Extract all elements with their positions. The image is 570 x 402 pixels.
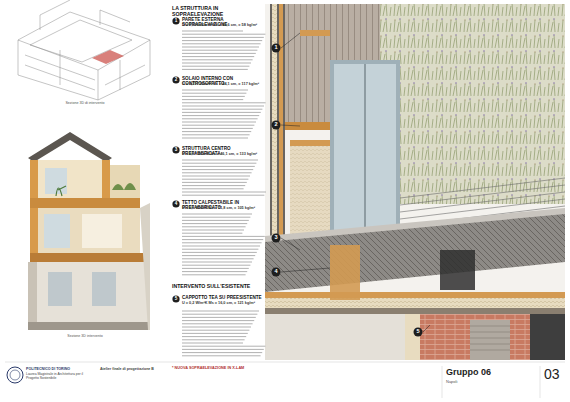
thermal-values: U = 0,196 W/m²K Ms = 43,6 cm, = 58 kg/m² [182, 23, 266, 27]
callout-number: 2 [172, 77, 180, 82]
caption: Sezione 3D intervento [40, 334, 130, 338]
callout-number: 1 [172, 18, 180, 23]
group-name: Gruppo 06 [446, 367, 496, 377]
page-number: 03 [544, 366, 566, 382]
callout-number: 1 [271, 44, 281, 50]
section-title: LA STRUTTURA IN SOPRAELEVAZIONE [172, 6, 264, 18]
thermal-values: U = 0,2 W/m²K Ms = 16,0 cm, = 121 kg/m² [182, 301, 266, 305]
callout-number: 4 [271, 268, 281, 274]
callout-number: 3 [172, 147, 180, 152]
callout-number: 5 [413, 328, 423, 334]
callout-number: 5 [172, 296, 180, 301]
thermal-values: U = 0,17 W/m²K Ms = 46,1 cm, = 133 kg/m² [182, 152, 266, 156]
course: Atelier finale di progettazione B [100, 367, 170, 371]
layer-heading: CAPPOTTO TEA SU PREESISTENTE [182, 295, 266, 300]
note: * NUOVA SOPRAELEVAZIONE IN X-LAM [172, 366, 264, 370]
callout-number: 3 [271, 234, 281, 240]
institution: POLITECNICO DI TORINO [26, 367, 86, 371]
caption: Sezione 3D di intervento [40, 101, 130, 105]
callout-number: 2 [271, 121, 281, 127]
degree: Laurea Magistrale in Architettura per il… [26, 373, 96, 381]
thermal-values: U = 0,217 W/m²K Ms = 44,1 cm, = 117 kg/m… [182, 82, 266, 86]
callout-number: 4 [172, 201, 180, 206]
thermal-values: U = 0,1 W/m²K Ms = 71,8 cm, = 105 kg/m² [182, 206, 266, 210]
section-title: INTERVENTO SULL'ESISTENTE [172, 284, 264, 290]
city: Napoli [446, 380, 506, 385]
